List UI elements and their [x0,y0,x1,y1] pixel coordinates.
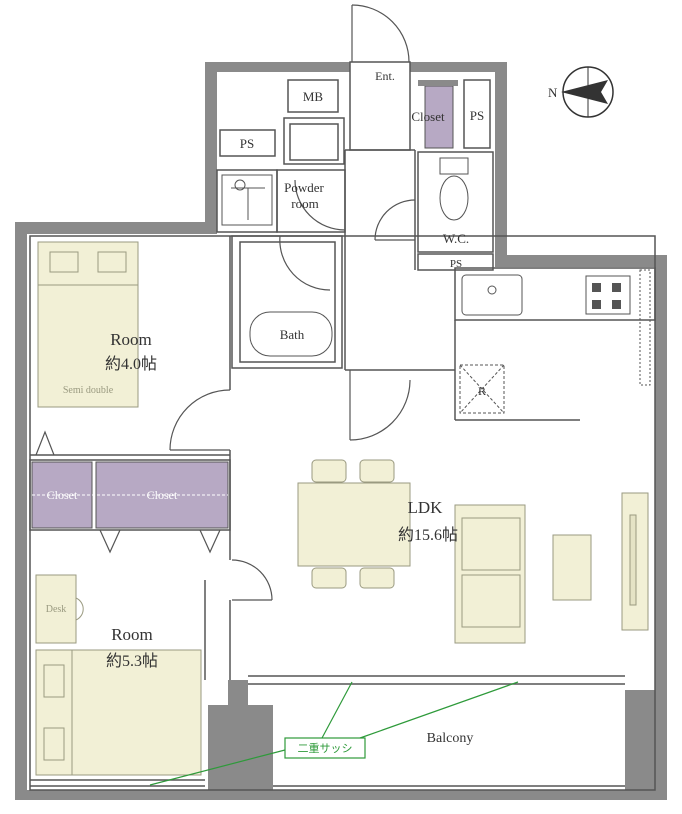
double-sash-label: 二重サッシ [298,741,353,755]
stove [585,275,631,315]
desk-label: Desk [46,604,67,615]
compass: N [548,66,614,118]
room2-size: 約5.3帖 [106,652,158,670]
entrance-label: Ent. [375,69,395,83]
room2-name: Room [111,625,153,644]
ps-top-label: PS [470,108,484,123]
room1-name: Room [110,330,152,349]
closet-top-label: Closet [411,109,445,124]
north-label: N [548,85,558,100]
powder-room-label-2: room [291,196,318,211]
closet-a-label: Closet [47,488,78,502]
balcony-label: Balcony [427,731,474,746]
kitchen-sink [461,274,523,316]
double-sash-annotation: 二重サッシ [149,681,519,786]
powder-room-label-1: Powder [284,180,324,195]
semi-double-label: Semi double [63,385,114,396]
ps-wc-label: PS [450,258,462,270]
bath-label: Bath [280,327,305,342]
ps-left-label: PS [240,136,254,151]
wc-label: W.C. [443,231,469,246]
kitchen-fixtures [221,174,651,414]
coffee-table [552,534,592,601]
room-labels: Ent. MB Closet PS PS Powder room W.C. PS… [46,69,486,746]
interior-walls [29,61,656,791]
walls [15,62,667,800]
refrigerator-label: R [478,384,486,398]
closet-b-label: Closet [147,488,178,502]
room1-size: 約4.0帖 [105,355,157,373]
refrigerator-space [459,364,505,414]
ldk-name: LDK [408,498,444,517]
closets [31,80,458,529]
ldk-size: 約15.6帖 [398,526,458,544]
doors [35,4,416,601]
dining-table [297,482,411,567]
mb-label: MB [303,89,324,104]
desk [35,574,77,644]
furniture [35,157,649,776]
